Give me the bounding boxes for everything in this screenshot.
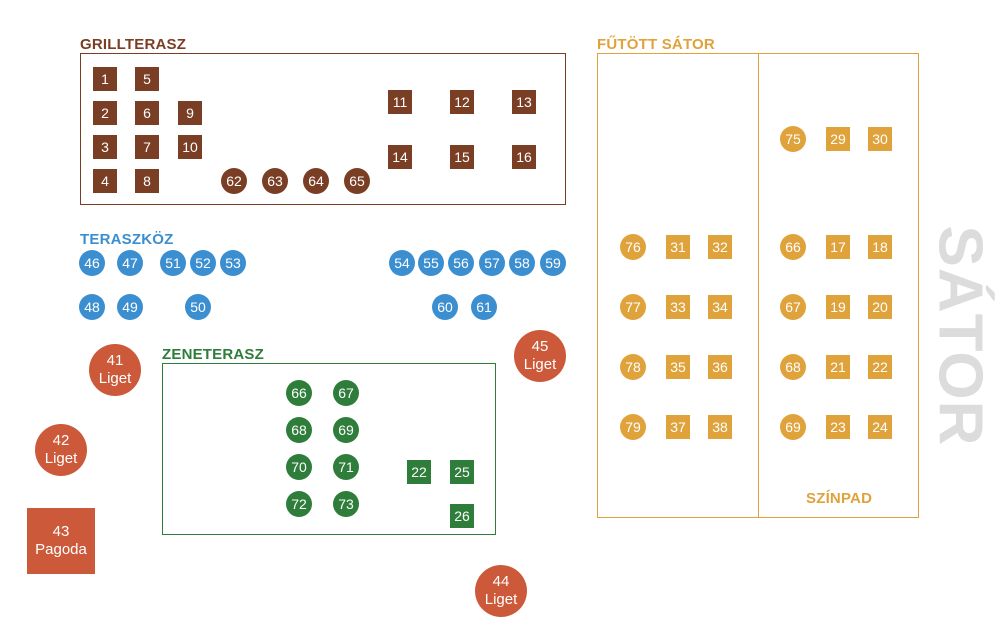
table-19[interactable]: 19 [826,295,850,319]
table-53[interactable]: 53 [220,250,246,276]
table-34[interactable]: 34 [708,295,732,319]
table-43-name: Pagoda [35,541,87,558]
table-43-pagoda[interactable]: 43 Pagoda [27,508,95,574]
table-73[interactable]: 73 [333,491,359,517]
table-23[interactable]: 23 [826,415,850,439]
table-62[interactable]: 62 [221,168,247,194]
zone-label-futott-sator: FŰTÖTT SÁTOR [597,36,715,53]
table-44-number: 44 [492,573,510,590]
grillterasz-area [80,53,566,205]
table-18[interactable]: 18 [868,235,892,259]
table-70[interactable]: 70 [286,454,312,480]
table-52[interactable]: 52 [190,250,216,276]
table-13[interactable]: 13 [512,90,536,114]
table-1[interactable]: 1 [93,67,117,91]
zone-label-teraszkoz: TERASZKÖZ [80,231,174,248]
table-6[interactable]: 6 [135,101,159,125]
table-24[interactable]: 24 [868,415,892,439]
table-63[interactable]: 63 [262,168,288,194]
table-32[interactable]: 32 [708,235,732,259]
table-37[interactable]: 37 [666,415,690,439]
table-43-number: 43 [52,523,70,540]
table-12[interactable]: 12 [450,90,474,114]
szinpad-area [758,53,919,518]
table-46[interactable]: 46 [79,250,105,276]
sator-vertical-label: SÁTOR [925,225,995,447]
table-31[interactable]: 31 [666,235,690,259]
table-5[interactable]: 5 [135,67,159,91]
table-45-number: 45 [531,338,549,355]
table-50[interactable]: 50 [185,294,211,320]
table-72[interactable]: 72 [286,491,312,517]
zone-label-grillterasz: GRILLTERASZ [80,36,187,53]
table-29[interactable]: 29 [826,127,850,151]
table-10[interactable]: 10 [178,135,202,159]
table-22-zene[interactable]: 22 [407,460,431,484]
table-79[interactable]: 79 [620,414,646,440]
table-54[interactable]: 54 [389,250,415,276]
table-59[interactable]: 59 [540,250,566,276]
table-48[interactable]: 48 [79,294,105,320]
table-14[interactable]: 14 [388,145,412,169]
zone-label-zeneterasz: ZENETERASZ [162,346,265,363]
table-4[interactable]: 4 [93,169,117,193]
table-58[interactable]: 58 [509,250,535,276]
table-60[interactable]: 60 [432,294,458,320]
table-20[interactable]: 20 [868,295,892,319]
table-75[interactable]: 75 [780,126,806,152]
table-76[interactable]: 76 [620,234,646,260]
table-8[interactable]: 8 [135,169,159,193]
table-38[interactable]: 38 [708,415,732,439]
table-22-sator[interactable]: 22 [868,355,892,379]
table-65[interactable]: 65 [344,168,370,194]
table-77[interactable]: 77 [620,294,646,320]
table-21[interactable]: 21 [826,355,850,379]
zeneterasz-area [162,363,496,535]
table-69-zene[interactable]: 69 [333,417,359,443]
table-66-sator[interactable]: 66 [780,234,806,260]
table-66-zene[interactable]: 66 [286,380,312,406]
table-25[interactable]: 25 [450,460,474,484]
table-69-sator[interactable]: 69 [780,414,806,440]
table-42-number: 42 [52,432,70,449]
table-45-name: Liget [523,356,557,373]
table-68-zene[interactable]: 68 [286,417,312,443]
table-35[interactable]: 35 [666,355,690,379]
table-44-name: Liget [484,591,518,608]
table-15[interactable]: 15 [450,145,474,169]
table-17[interactable]: 17 [826,235,850,259]
table-67-sator[interactable]: 67 [780,294,806,320]
table-7[interactable]: 7 [135,135,159,159]
table-42-liget[interactable]: 42 Liget [35,424,87,476]
table-41-liget[interactable]: 41 Liget [89,344,141,396]
table-64[interactable]: 64 [303,168,329,194]
table-57[interactable]: 57 [479,250,505,276]
table-3[interactable]: 3 [93,135,117,159]
table-78[interactable]: 78 [620,354,646,380]
table-47[interactable]: 47 [117,250,143,276]
table-26[interactable]: 26 [450,504,474,528]
table-56[interactable]: 56 [448,250,474,276]
table-61[interactable]: 61 [471,294,497,320]
table-49[interactable]: 49 [117,294,143,320]
table-67-zene[interactable]: 67 [333,380,359,406]
table-30[interactable]: 30 [868,127,892,151]
zone-label-szinpad: SZÍNPAD [806,490,873,507]
table-55[interactable]: 55 [418,250,444,276]
table-71[interactable]: 71 [333,454,359,480]
table-33[interactable]: 33 [666,295,690,319]
table-68-sator[interactable]: 68 [780,354,806,380]
table-42-name: Liget [44,450,78,467]
table-16[interactable]: 16 [512,145,536,169]
table-51[interactable]: 51 [160,250,186,276]
futott-sator-area [597,53,759,518]
table-11[interactable]: 11 [388,90,412,114]
table-44-liget[interactable]: 44 Liget [475,565,527,617]
table-36[interactable]: 36 [708,355,732,379]
table-9[interactable]: 9 [178,101,202,125]
table-2[interactable]: 2 [93,101,117,125]
table-41-number: 41 [106,352,124,369]
table-41-name: Liget [98,370,132,387]
table-45-liget[interactable]: 45 Liget [514,330,566,382]
